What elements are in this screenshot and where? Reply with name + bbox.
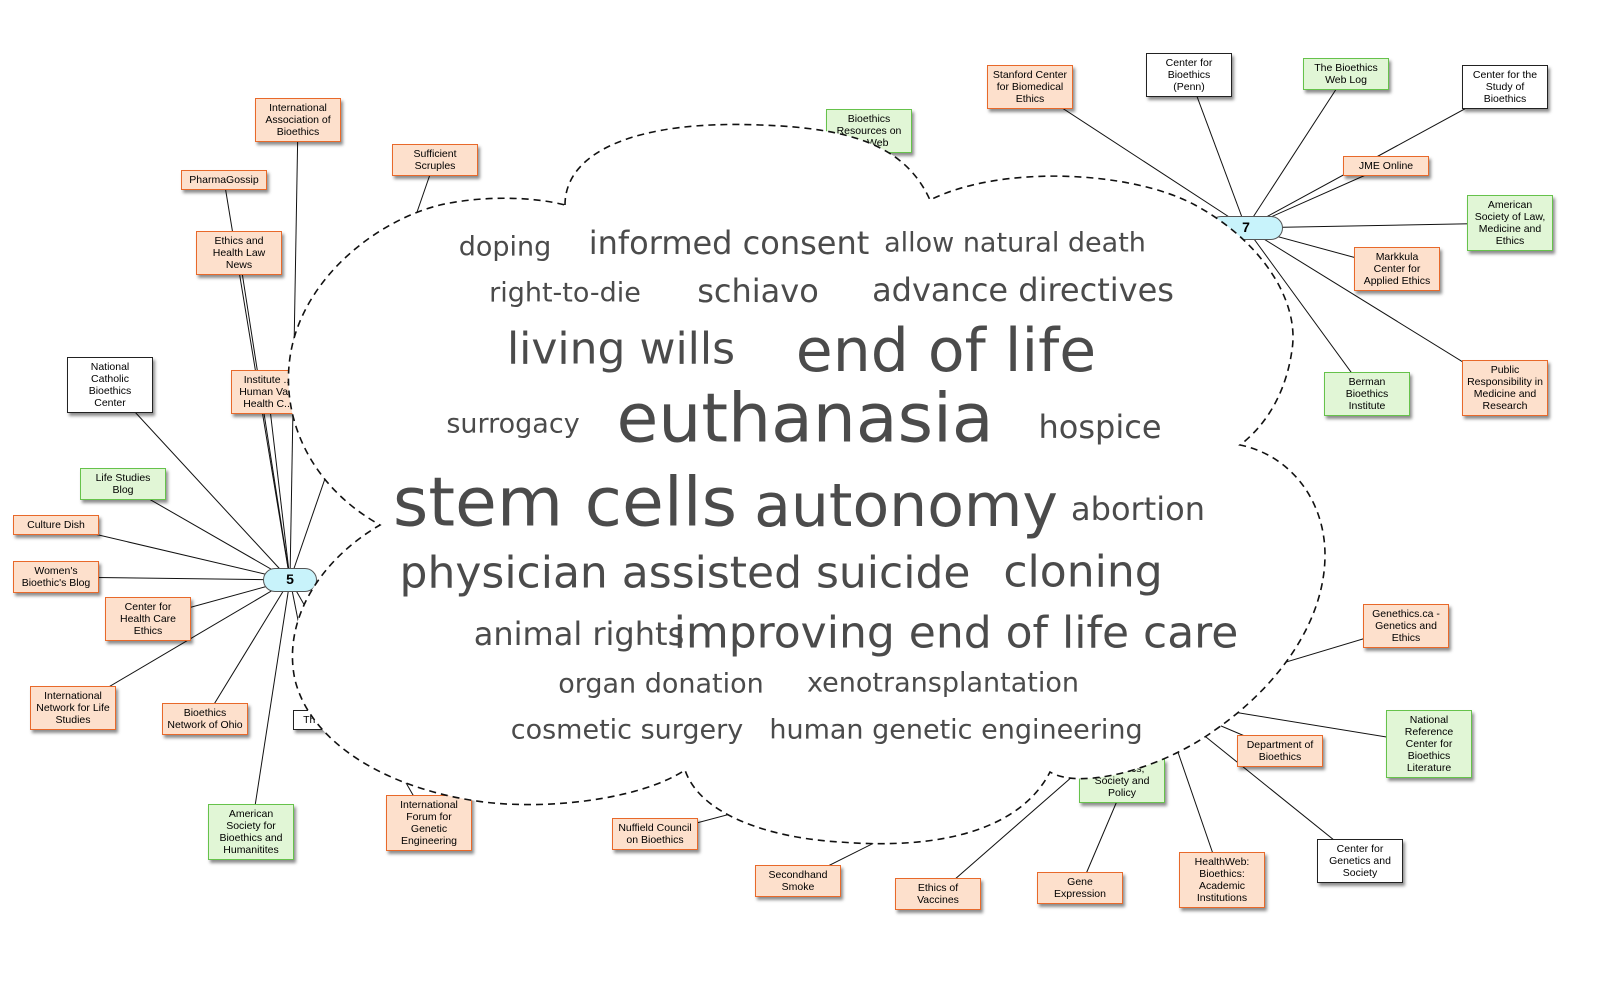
resource-node-aslme[interactable]: American Society of Law, Medicine and Et…	[1467, 195, 1553, 251]
tag-allow-natural-death[interactable]: allow natural death	[884, 227, 1146, 259]
link-ncbc	[109, 384, 291, 581]
tag-organ-donation[interactable]: organ donation	[558, 668, 764, 700]
resource-node-ehln[interactable]: Ethics and Health Law News	[196, 231, 282, 275]
resource-node-dob[interactable]: Department of Bioethics	[1237, 735, 1323, 767]
tag-abortion[interactable]: abortion	[1071, 490, 1205, 528]
link-tbwl	[1245, 73, 1347, 229]
resource-node-stan[interactable]: Stanford Center for Biomedical Ethics	[987, 65, 1073, 109]
link-lsb	[122, 483, 291, 581]
tag-xenotransplantation[interactable]: xenotransplantation	[807, 667, 1079, 699]
resource-node-cdish[interactable]: Culture Dish	[13, 515, 99, 535]
resource-node-iab[interactable]: International Association of Bioethics	[255, 98, 341, 142]
hub-node-5[interactable]: 5	[263, 568, 317, 592]
tag-autonomy[interactable]: autonomy	[754, 471, 1058, 541]
resource-node-penn[interactable]: Center for Bioethics (Penn)	[1146, 53, 1232, 97]
tag-surrogacy[interactable]: surrogacy	[446, 408, 580, 440]
link-penn	[1188, 74, 1247, 229]
tag-improving-end-of-life-care[interactable]: improving end of life care	[673, 607, 1239, 659]
link-berman	[1245, 227, 1368, 395]
tag-right-to-die[interactable]: right-to-die	[489, 277, 641, 309]
link-asbh	[250, 579, 291, 833]
link-pub	[1245, 227, 1506, 389]
cloud-outline	[287, 123, 1326, 845]
resource-node-tbwl[interactable]: The Bioethics Web Log	[1303, 58, 1389, 90]
tag-stem-cells[interactable]: stem cells	[392, 463, 738, 543]
resource-node-lsb[interactable]: Life Studies Blog	[80, 468, 166, 500]
tag-human-genetic-engineering[interactable]: human genetic engineering	[769, 714, 1143, 746]
resource-node-wbb[interactable]: Women's Bioethic's Blog	[13, 561, 99, 593]
tag-physician-assisted-suicide[interactable]: physician assisted suicide	[399, 547, 971, 599]
resource-node-csb[interactable]: Center for the Study of Bioethics	[1462, 65, 1548, 109]
resource-node-berman[interactable]: Berman Bioethics Institute	[1324, 372, 1410, 416]
tag-informed-consent[interactable]: informed consent	[588, 224, 870, 262]
tag-cloning[interactable]: cloning	[1003, 546, 1163, 598]
link-stan	[1029, 86, 1247, 229]
resource-node-eov[interactable]: Ethics of Vaccines	[895, 878, 981, 910]
resource-node-cgs[interactable]: Center for Genetics and Society	[1317, 839, 1403, 883]
resource-node-gexp[interactable]: Gene Expression	[1037, 872, 1123, 904]
tag-end-of-life[interactable]: end of life	[795, 316, 1097, 386]
resource-node-pub[interactable]: Public Responsibility in Medicine and Re…	[1462, 360, 1548, 416]
resource-node-suff[interactable]: Sufficient Scruples	[392, 144, 478, 176]
resource-node-jme[interactable]: JME Online	[1343, 156, 1429, 176]
resource-node-chce[interactable]: Center for Health Care Ethics	[105, 597, 191, 641]
resource-node-ifge[interactable]: International Forum for Genetic Engineer…	[386, 795, 472, 851]
tag-hospice[interactable]: hospice	[1038, 408, 1162, 446]
resource-node-mark[interactable]: Markkula Center for Applied Ethics	[1354, 247, 1440, 291]
resource-node-ncob[interactable]: Nuffield Council on Bioethics	[612, 818, 698, 850]
resource-node-ncbc[interactable]: National Catholic Bioethics Center	[67, 357, 153, 413]
tag-living-wills[interactable]: living wills	[506, 323, 736, 375]
resource-node-smoke[interactable]: Secondhand Smoke	[755, 865, 841, 897]
link-aslme	[1245, 222, 1511, 229]
resource-node-bno[interactable]: Bioethics Network of Ohio	[162, 703, 248, 735]
tag-animal-rights[interactable]: animal rights	[473, 615, 685, 653]
tag-advance-directives[interactable]: advance directives	[872, 271, 1174, 309]
resource-node-nrcbl[interactable]: National Reference Center for Bioethics …	[1386, 710, 1472, 778]
link-bno	[204, 579, 291, 720]
resource-node-gca[interactable]: Genethics.ca - Genetics and Ethics	[1363, 604, 1449, 648]
resource-node-pharma[interactable]: PharmaGossip	[181, 170, 267, 190]
resource-node-asbh[interactable]: American Society for Bioethics and Human…	[208, 804, 294, 860]
link-ihv	[267, 391, 291, 581]
resource-node-hweb[interactable]: HealthWeb: Bioethics: Academic Instituti…	[1179, 852, 1265, 908]
resource-node-inls[interactable]: International Network for Life Studies	[30, 686, 116, 730]
tag-doping[interactable]: doping	[458, 231, 552, 263]
tag-cosmetic-surgery[interactable]: cosmetic surgery	[510, 714, 744, 746]
tag-euthanasia[interactable]: euthanasia	[616, 379, 994, 459]
tag-schiavo[interactable]: schiavo	[697, 272, 819, 310]
link-ehln	[238, 252, 291, 581]
